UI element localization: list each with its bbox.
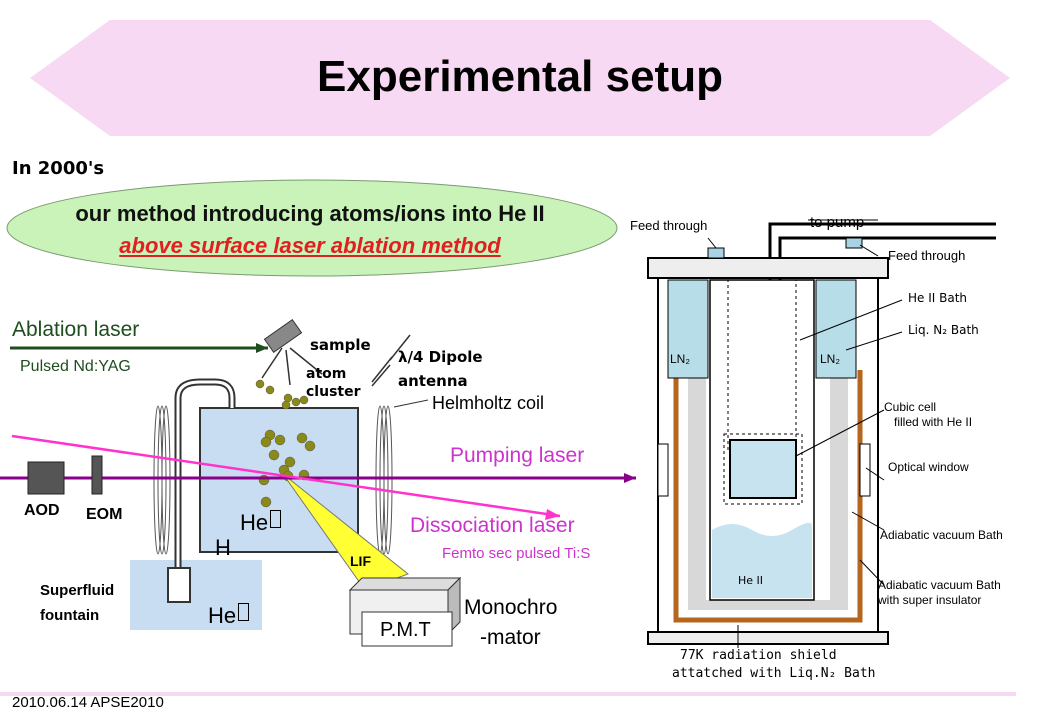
pmt-label: P.M.T (380, 619, 431, 641)
cubic-cell-label-1: Cubic cell (884, 400, 937, 414)
ln2-right-label: LN₂ (820, 352, 840, 366)
top-flange (647, 257, 889, 279)
pumping-laser-label: Pumping laser (450, 444, 585, 467)
era-label: In 2000's (12, 158, 105, 179)
adiabatic-insulator-label-1: Adiabatic vacuum Bath (878, 578, 1001, 592)
superfluid-reservoir (130, 560, 262, 630)
sample-target (263, 318, 303, 354)
adiabatic-bath-label: Adiabatic vacuum Bath (880, 528, 1003, 542)
leader-lines (707, 237, 903, 648)
helmholtz-coil-right (375, 405, 393, 555)
he2-bath-label: He II Bath (908, 291, 968, 305)
method-line-2: above surface laser ablation method (119, 233, 501, 258)
cryostat-diagram (647, 219, 996, 648)
eom-label: EOM (86, 506, 123, 523)
h-label: H (215, 535, 231, 560)
feed-through-right (845, 237, 863, 249)
aod-label: AOD (24, 502, 60, 519)
cubic-cell-label-2: filled with He II (894, 415, 973, 429)
femto-label: Femto sec pulsed Ti:S (442, 545, 591, 562)
monochromator (348, 576, 462, 647)
dissociation-laser-beam (11, 434, 561, 518)
feed-through-left-label: Feed through (630, 218, 708, 233)
he-upper-label: He (240, 510, 282, 536)
ablation-laser-label: Ablation laser (12, 318, 140, 341)
he2-inner-label: He II (738, 574, 764, 587)
sample-label: sample (310, 336, 371, 354)
he-lower-label: He (208, 603, 250, 629)
monochromator-label-1: Monochro (464, 596, 558, 619)
fountain-base (167, 567, 191, 603)
adiabatic-insulator-label-2: with super insulator (878, 593, 982, 607)
optical-window-left (657, 443, 669, 497)
helmholtz-coil-left (153, 405, 171, 555)
he-superscript-box (270, 510, 282, 528)
dipole-antenna (371, 334, 411, 387)
method-line-1: our method introducing atoms/ions into H… (75, 201, 545, 226)
cubic-cell (729, 439, 797, 499)
he2-liquid (712, 522, 812, 598)
ln2-left-label: LN₂ (670, 352, 690, 366)
ablation-plume-arrows (261, 347, 323, 386)
footer-date: 2010.06.14 APSE2010 (12, 694, 164, 711)
shield-label-1: 77K radiation shield (680, 648, 837, 663)
aod-device (27, 461, 65, 495)
eom-device (91, 455, 103, 495)
monochromator-label-2: -mator (480, 626, 541, 649)
he-superscript-box (238, 603, 250, 621)
superfluid-label-1: Superfluid (40, 582, 115, 599)
feed-through-left (707, 247, 725, 259)
method-ellipse (6, 179, 618, 277)
ln2-bath-right (815, 279, 857, 379)
to-pump-label: to pump (810, 214, 865, 231)
dipole-antenna-label-1: λ/4 Dipole (398, 348, 483, 366)
atom-label: atom (306, 366, 347, 382)
title-banner (30, 20, 1010, 136)
optical-window-right (859, 443, 871, 497)
helmholtz-coil-label: Helmholtz coil (432, 393, 545, 413)
lif-label: LIF (350, 553, 371, 569)
optical-window-label: Optical window (888, 460, 969, 474)
pulsed-ndyag-label: Pulsed Nd:YAG (20, 358, 131, 375)
shield-label-2: attatched with Liq.N₂ Bath (672, 666, 876, 681)
left-apparatus-diagram (0, 318, 636, 647)
cluster-label: cluster (306, 384, 361, 400)
slide-title: Experimental setup (317, 52, 723, 101)
feed-through-right-label: Feed through (888, 248, 966, 263)
footer-rule (0, 692, 1016, 696)
liq-n2-bath-label: Liq. N₂ Bath (908, 323, 979, 337)
dipole-antenna-label-2: antenna (398, 372, 468, 390)
dissociation-laser-label: Dissociation laser (410, 514, 575, 537)
ln2-bath-left (667, 279, 709, 379)
superfluid-label-2: fountain (40, 607, 100, 624)
bottom-flange (647, 631, 889, 645)
